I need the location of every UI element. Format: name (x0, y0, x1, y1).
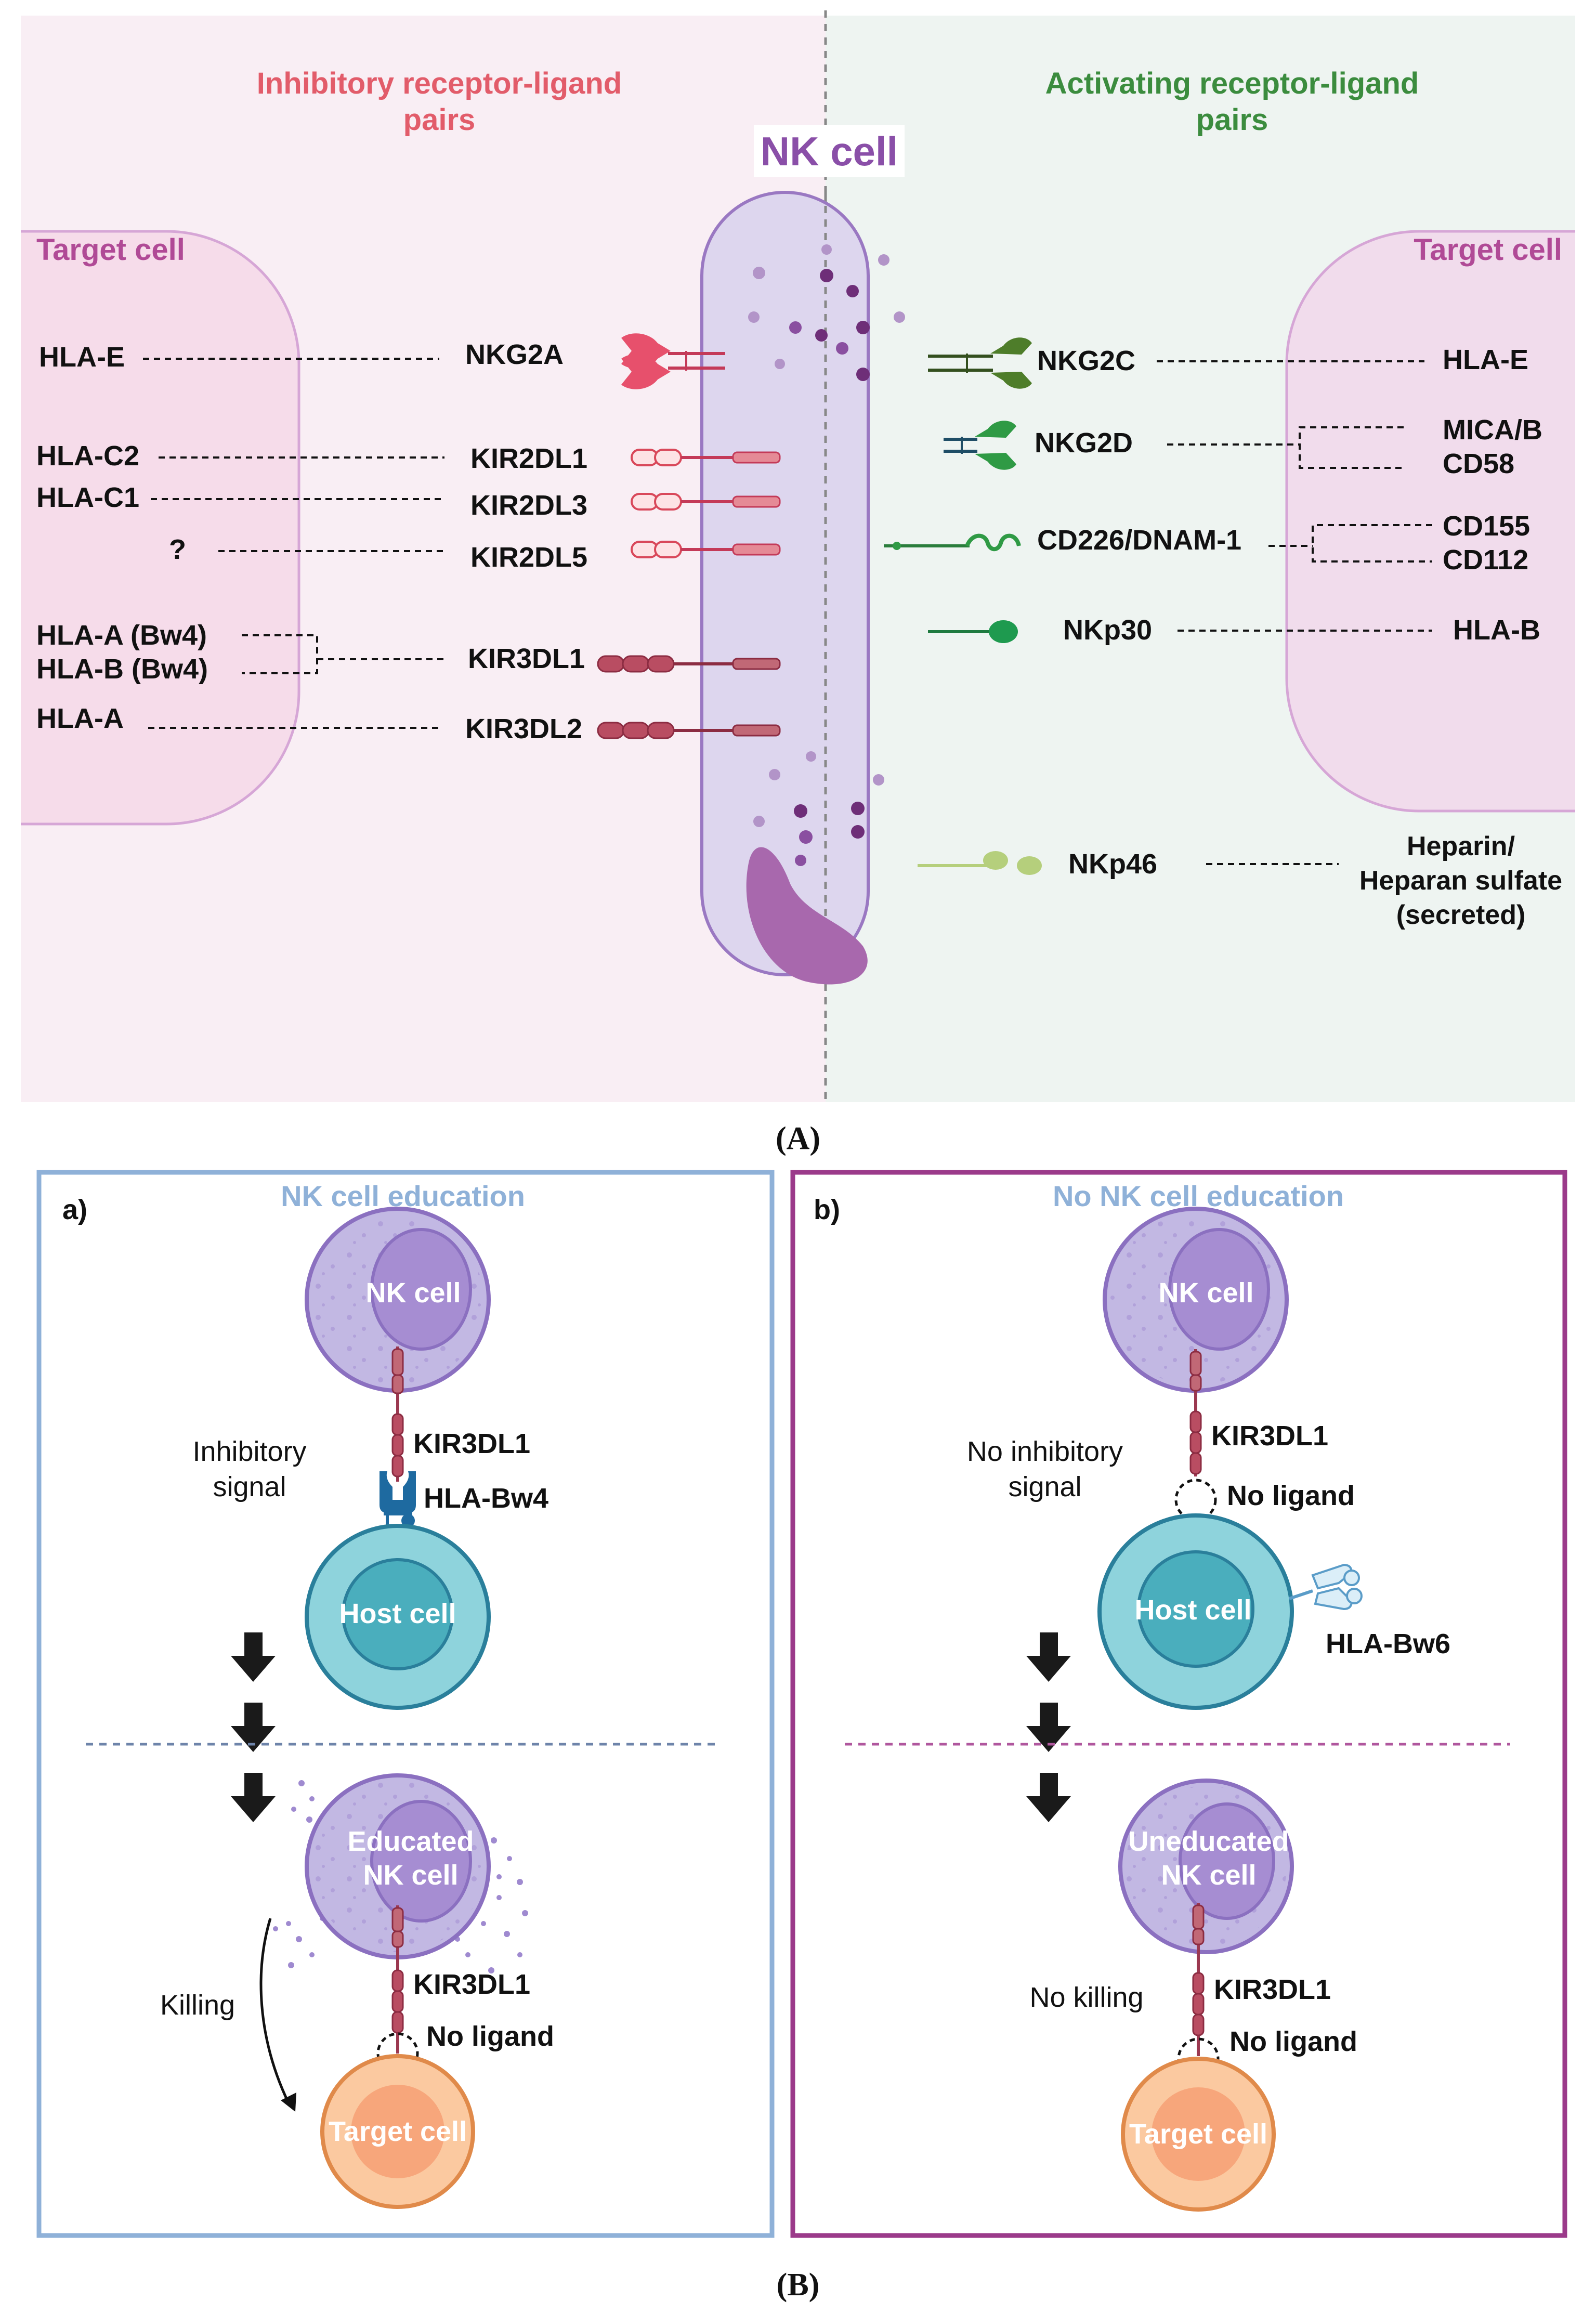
receptor-nkg2d: NKG2D (1035, 427, 1133, 459)
box-a-target-label: Target cell (329, 2116, 467, 2147)
ligand-cd58: CD58 (1443, 448, 1514, 479)
target-cell-left-label: Target cell (36, 233, 185, 267)
box-b-host-ligand: HLA-Bw6 (1326, 1628, 1450, 1659)
box-b-no-ligand-top: No ligand (1227, 1480, 1355, 1511)
panel-b-label: (B) (777, 2267, 820, 2303)
box-a-outcome: Killing (160, 1990, 235, 2021)
box-b-receptor-top: KIR3DL1 (1211, 1420, 1328, 1452)
ligand-hla-a-bw4: HLA-A (Bw4) (36, 620, 207, 651)
kir2dl3-receptor-icon (631, 493, 781, 511)
arrow-down-icon (231, 1703, 276, 1752)
ligand-mica-b: MICA/B (1443, 414, 1542, 446)
panel-a-label: (A) (776, 1121, 820, 1156)
box-b-receptor-bottom: KIR3DL1 (1214, 1974, 1331, 2005)
box-b-target-label: Target cell (1129, 2119, 1267, 2150)
receptor-kir3dl2: KIR3DL2 (465, 713, 582, 744)
activating-connectors (1157, 360, 1432, 865)
box-a-receptor-top: KIR3DL1 (413, 1428, 530, 1459)
kir3dl1-receptor-icon (597, 655, 781, 673)
target-cell-right (1285, 230, 1575, 813)
receptor-kir2dl5: KIR2DL5 (470, 542, 587, 573)
inhibitory-connectors (143, 358, 444, 729)
box-b-no-ligand: No ligand (1229, 2026, 1357, 2057)
nkp46-receptor-icon (918, 851, 1042, 875)
arrow-down-icon (231, 1773, 276, 1822)
arrow-down-icon (1026, 1773, 1071, 1822)
ligand-hla-c1: HLA-C1 (36, 482, 139, 513)
box-a-down-arrows (231, 1632, 276, 1822)
cd226-receptor-icon (884, 533, 1021, 552)
arrow-head-icon (281, 2093, 296, 2112)
box-a-host-label: Host cell (339, 1598, 456, 1629)
box-a-hla-bw4-icon (380, 1471, 416, 1544)
box-a-cytotoxic-granules (273, 1780, 528, 1973)
arrow-down-icon (1026, 1703, 1071, 1752)
box-a-letter: a) (62, 1194, 87, 1225)
kir2dl1-receptor-icon (631, 449, 781, 466)
nkg2a-receptor-icon (621, 333, 725, 389)
receptor-nkp46: NKp46 (1068, 848, 1157, 880)
box-a-killing-arrow (259, 1918, 290, 2104)
box-a-kir3dl1-bottom-icon (391, 1905, 404, 2054)
nkp30-receptor-icon (928, 620, 1018, 643)
ligand-unknown: ? (169, 534, 186, 565)
box-b-hla-bw6-icon (1289, 1563, 1363, 1611)
arrow-down-icon (1026, 1632, 1071, 1682)
nk-cell-label: NK cell (761, 128, 898, 174)
box-a-frame (36, 1170, 775, 2238)
ligand-hla-a: HLA-A (36, 703, 124, 734)
kir2dl5-receptor-icon (631, 541, 781, 558)
ligand-hla-b: HLA-B (1453, 615, 1540, 646)
ligand-cd155: CD155 (1443, 511, 1530, 542)
nk-nucleus (746, 847, 868, 985)
receptor-kir2dl1: KIR2DL1 (470, 443, 587, 474)
kir3dl2-receptor-icon (597, 722, 781, 739)
box-b-host-label: Host cell (1134, 1594, 1251, 1626)
box-b-kir3dl1-top-icon (1189, 1349, 1202, 1476)
box-a-kir3dl1-top-icon (391, 1346, 404, 1482)
receptor-cd226: CD226/DNAM-1 (1037, 525, 1241, 556)
target-cell-right-label: Target cell (1414, 233, 1562, 267)
target-cell-left (21, 230, 300, 826)
panel-b-box-b: b) No NK cell education NK cell KIR3DL1 … (790, 1170, 1567, 2238)
ligand-hla-b-bw4: HLA-B (Bw4) (36, 653, 208, 685)
nk-granules (748, 244, 905, 866)
box-b-kir3dl1-bottom-icon (1192, 1903, 1205, 2056)
ligand-cd112: CD112 (1443, 544, 1528, 576)
box-a-ligand: HLA-Bw4 (424, 1483, 548, 1514)
receptor-kir2dl3: KIR2DL3 (470, 490, 587, 521)
ligand-hla-e-left: HLA-E (39, 342, 125, 373)
nk-cell-label-bg (754, 125, 905, 177)
arrow-down-icon (231, 1632, 276, 1682)
ligand-hla-e-right: HLA-E (1443, 344, 1528, 375)
box-b-outcome: No killing (1029, 1982, 1143, 2013)
panel-b-box-a: a) NK cell education NK cell KIR3DL1 HLA… (36, 1170, 775, 2238)
box-a-nk-label: NK cell (365, 1277, 461, 1309)
box-b-frame (790, 1170, 1567, 2238)
receptor-nkg2a: NKG2A (465, 339, 564, 370)
receptor-nkp30: NKp30 (1063, 615, 1152, 646)
receptor-nkg2c: NKG2C (1037, 345, 1135, 376)
receptor-kir3dl1: KIR3DL1 (468, 643, 585, 674)
box-a-no-ligand: No ligand (426, 2021, 554, 2052)
box-b-letter: b) (814, 1194, 840, 1225)
box-a-receptor-bottom: KIR3DL1 (413, 1969, 530, 2000)
ligand-heparin: Heparin/Heparan sulfate(secreted) (1359, 831, 1562, 930)
box-b-nk-label: NK cell (1158, 1277, 1253, 1309)
nkg2d-receptor-icon (944, 421, 1016, 470)
nkg2c-receptor-icon (928, 337, 1032, 389)
nk-cell-body (700, 191, 870, 976)
box-b-down-arrows (1026, 1632, 1071, 1822)
ligand-hla-c2: HLA-C2 (36, 440, 139, 472)
